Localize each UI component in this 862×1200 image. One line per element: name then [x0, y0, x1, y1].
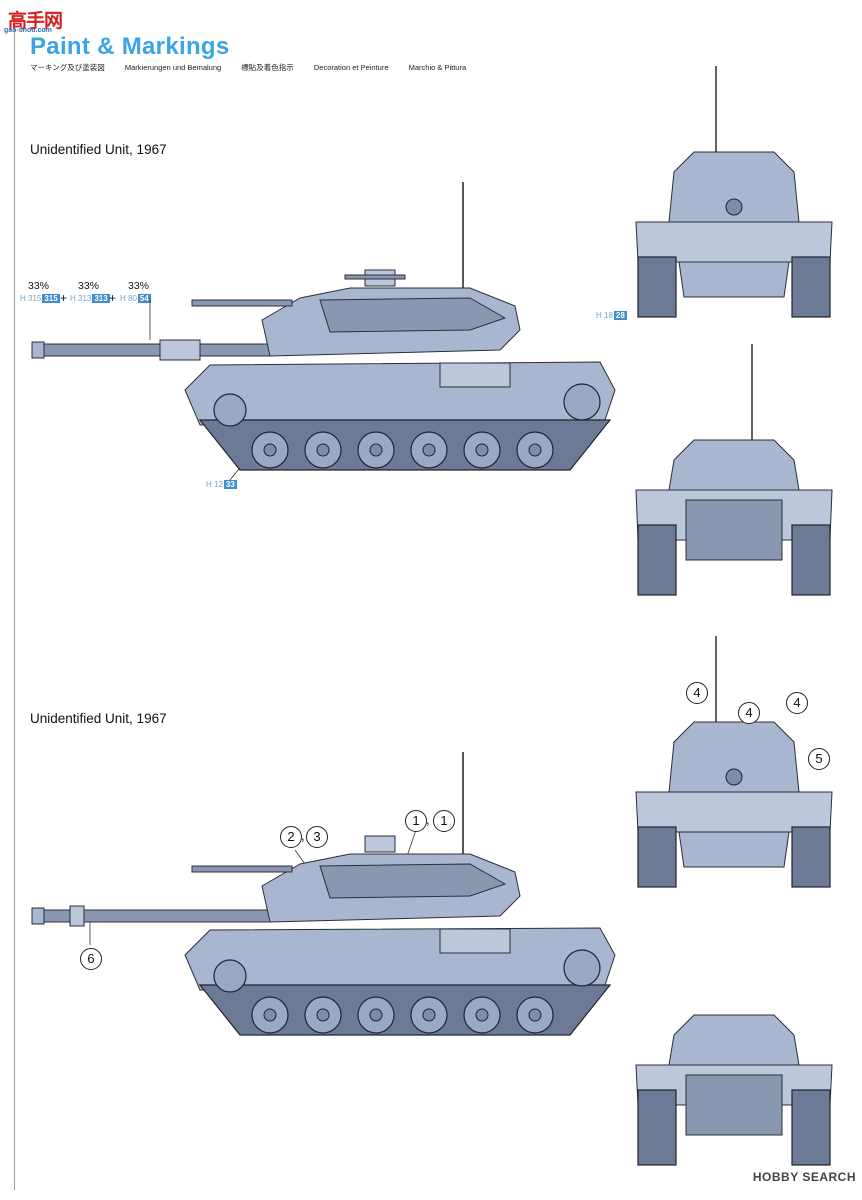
paint-callout-front-code: H 18	[596, 311, 613, 320]
tank-side-view-2	[31, 752, 616, 1036]
plus-sign: +	[109, 291, 117, 305]
paint-mix-2-percent: 33%	[78, 280, 100, 292]
tank-side-view-1	[31, 182, 616, 481]
road-wheels	[251, 996, 554, 1034]
paint-callout-front-chip: 28	[613, 311, 627, 320]
paint-mix-3-code: H 80	[120, 294, 137, 303]
page-frame	[14, 14, 854, 1190]
paint-callout-tracks-chip: 33	[223, 480, 237, 489]
paint-callout-tracks-code: H 12	[206, 480, 223, 489]
paint-mix-3-percent: 33%	[128, 280, 150, 292]
paint-mix-3-chip: 54	[137, 294, 151, 303]
paint-mix-2-chip: 313	[92, 294, 110, 303]
tank-rear-view-1	[635, 344, 833, 596]
decal-callout-3: 3	[306, 826, 328, 848]
decal-callout-5: 5	[808, 748, 830, 770]
plus-sign: +	[60, 291, 68, 305]
page-title: Paint & Markings	[30, 33, 230, 60]
paint-mix-1-chip: 315	[42, 294, 60, 303]
decal-callout-2: 2	[280, 826, 302, 848]
subtitle-fr: Decoration et Peinture	[313, 63, 389, 72]
subtitle-ja: マーキング及び塗装図	[30, 63, 105, 72]
decal-callout-separator: ,	[426, 812, 430, 827]
language-subtitles: マーキング及び塗装図 Markierungen und Bemalung 標貼及…	[30, 62, 484, 73]
subtitle-it: Marchio & Pittura	[408, 63, 467, 72]
logo-url: gao-shou.com	[4, 27, 52, 34]
paint-mix-1-code: H 315	[20, 294, 42, 303]
tank-front-view-2	[635, 636, 833, 888]
decal-callout-6: 6	[80, 948, 102, 970]
decal-callout-4: 4	[738, 702, 760, 724]
decal-callout-4: 4	[686, 682, 708, 704]
site-logo: 高手网 gao-shou.com	[2, 4, 74, 34]
subtitle-de: Markierungen und Bemalung	[124, 63, 222, 72]
paint-mix-1-percent: 33%	[28, 280, 50, 292]
decal-callout-1: 1	[433, 810, 455, 832]
road-wheels	[251, 431, 554, 469]
logo-text: 高手网	[8, 10, 63, 32]
decal-callout-4: 4	[786, 692, 808, 714]
tank-front-view-1	[635, 66, 833, 318]
unit-label-1: Unidentified Unit, 1967	[30, 142, 167, 157]
subtitle-zh: 標貼及着色指示	[241, 63, 294, 72]
hobby-search-watermark: HOBBY SEARCH	[752, 1170, 856, 1184]
paint-mix-2-code: H 313	[70, 294, 92, 303]
tank-rear-view-2	[635, 1014, 833, 1166]
decal-callout-separator: ,	[301, 828, 305, 843]
decal-callout-1: 1	[405, 810, 427, 832]
unit-label-2: Unidentified Unit, 1967	[30, 711, 167, 726]
